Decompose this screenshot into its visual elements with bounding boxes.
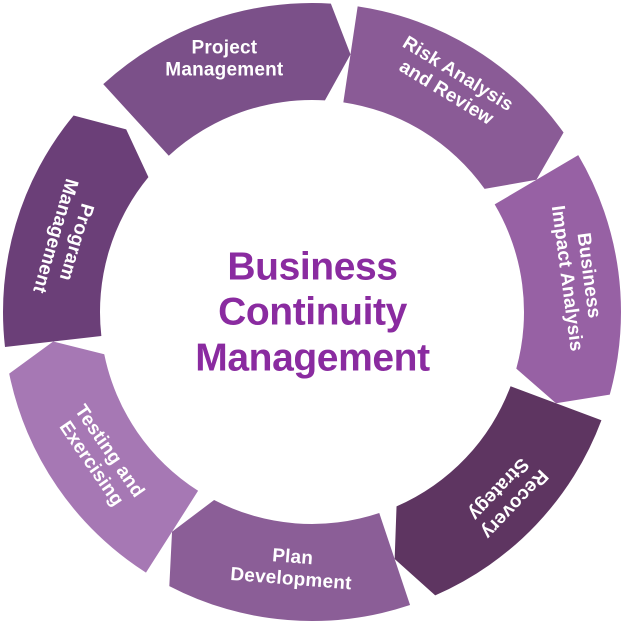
wheel-segment-program-management[interactable]: [3, 115, 149, 347]
wheel-segment-testing-and-exercising[interactable]: [9, 341, 199, 573]
wheel-segment-recovery-strategy[interactable]: [394, 386, 602, 596]
wheel-segment-project-management[interactable]: [103, 3, 351, 156]
center-title-line-1: Business: [227, 245, 398, 289]
segments-group: [3, 3, 621, 622]
center-title: Business Continuity Management: [148, 244, 478, 381]
wheel-segment-business-impact-analysis[interactable]: [494, 155, 621, 404]
center-title-line-3: Management: [195, 336, 430, 380]
wheel-segment-plan-development[interactable]: [169, 500, 411, 622]
center-title-line-2: Continuity: [218, 290, 407, 334]
segment-label-line: Plan: [271, 545, 313, 569]
segment-label-line: Project: [191, 38, 257, 59]
wheel-segment-risk-analysis-and-review[interactable]: [343, 6, 564, 189]
segment-label-line: Management: [165, 60, 284, 81]
